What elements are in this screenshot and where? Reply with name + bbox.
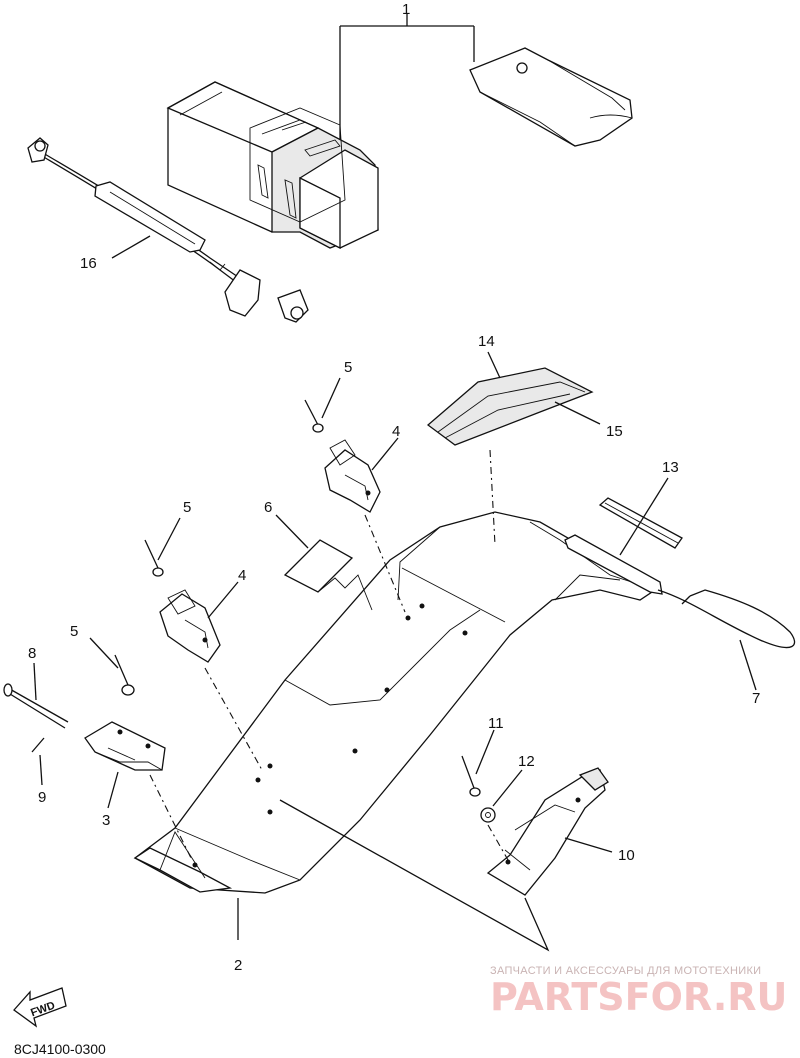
screw-11 — [461, 755, 481, 797]
callout-15: 15 — [606, 423, 623, 440]
callout-7: 7 — [752, 690, 760, 707]
tool-pouch — [469, 47, 633, 147]
hook-wire-7 — [657, 589, 796, 649]
callout-2: 2 — [234, 957, 242, 974]
bracket-4-lower — [159, 589, 221, 663]
hinge-bracket-3 — [84, 721, 166, 771]
clip-9 — [31, 737, 45, 753]
callout-13: 13 — [662, 459, 679, 476]
callout-12: 12 — [518, 753, 535, 770]
drawing-code: 8CJ4100-0300 — [14, 1041, 106, 1057]
callout-9: 9 — [38, 789, 46, 806]
leader-7 — [739, 639, 757, 691]
leader-13 — [619, 477, 669, 556]
watermark-brand: PARTSFOR.RU — [490, 975, 787, 1019]
callout-5-lower: 5 — [70, 623, 78, 640]
assembly-guide-lines — [279, 799, 550, 952]
leader-14 — [487, 351, 501, 379]
leader-6 — [275, 514, 309, 549]
callout-5-middle: 5 — [183, 499, 191, 516]
callout-16: 16 — [80, 255, 97, 272]
guide-6 — [317, 574, 373, 611]
leader-8 — [33, 662, 37, 701]
callout-10: 10 — [618, 847, 635, 864]
callout-14: 14 — [478, 333, 495, 350]
leader-3 — [107, 771, 119, 809]
callout-6: 6 — [264, 499, 272, 516]
callout-3: 3 — [102, 812, 110, 829]
fwd-arrow-icon: FWD — [13, 987, 67, 1028]
callout-5-upper: 5 — [344, 359, 352, 376]
cable-wire-16 — [27, 137, 309, 323]
leader-4-upper — [371, 437, 399, 471]
leader-10 — [564, 837, 613, 853]
rail-clip — [564, 534, 663, 595]
callout-1: 1 — [402, 1, 410, 18]
bracket-10 — [486, 767, 609, 896]
watermark-tagline: ЗАПЧАСТИ И АКСЕССУАРЫ ДЛЯ МОТОТЕХНИКИ — [490, 965, 761, 977]
callout-8: 8 — [28, 645, 36, 662]
leader-16 — [111, 235, 151, 259]
dashed-guide-3 — [149, 774, 193, 861]
dashed-guide-4-lower — [204, 667, 263, 771]
callout-11: 11 — [488, 715, 504, 732]
bracket-4-upper — [324, 439, 381, 513]
leader-5-lower — [89, 637, 119, 669]
label-6 — [283, 539, 354, 593]
callout-4-lower: 4 — [238, 567, 246, 584]
leader-12 — [492, 769, 523, 807]
bolt-8 — [3, 683, 69, 729]
leader-9 — [39, 754, 43, 786]
leader-15 — [554, 401, 601, 425]
leader-11 — [475, 729, 495, 775]
leader-5-middle — [157, 517, 181, 561]
rear-fender-2 — [133, 511, 657, 894]
screw-5-upper — [304, 399, 324, 433]
leader-5-upper — [321, 377, 341, 419]
screw-5-middle — [144, 539, 164, 577]
nut-12 — [480, 807, 496, 823]
tool-bag — [166, 81, 379, 250]
leader-1 — [339, 14, 475, 140]
leader-4-lower — [207, 581, 239, 619]
screw-5-lower — [114, 654, 135, 696]
dashed-guide-14 — [489, 449, 496, 546]
rubber-strip-13 — [598, 497, 683, 549]
dashed-guide-10 — [487, 824, 509, 861]
dashed-guide-4-upper — [364, 514, 406, 613]
callout-4-upper: 4 — [392, 423, 400, 440]
fender-pad-14 — [426, 367, 594, 446]
